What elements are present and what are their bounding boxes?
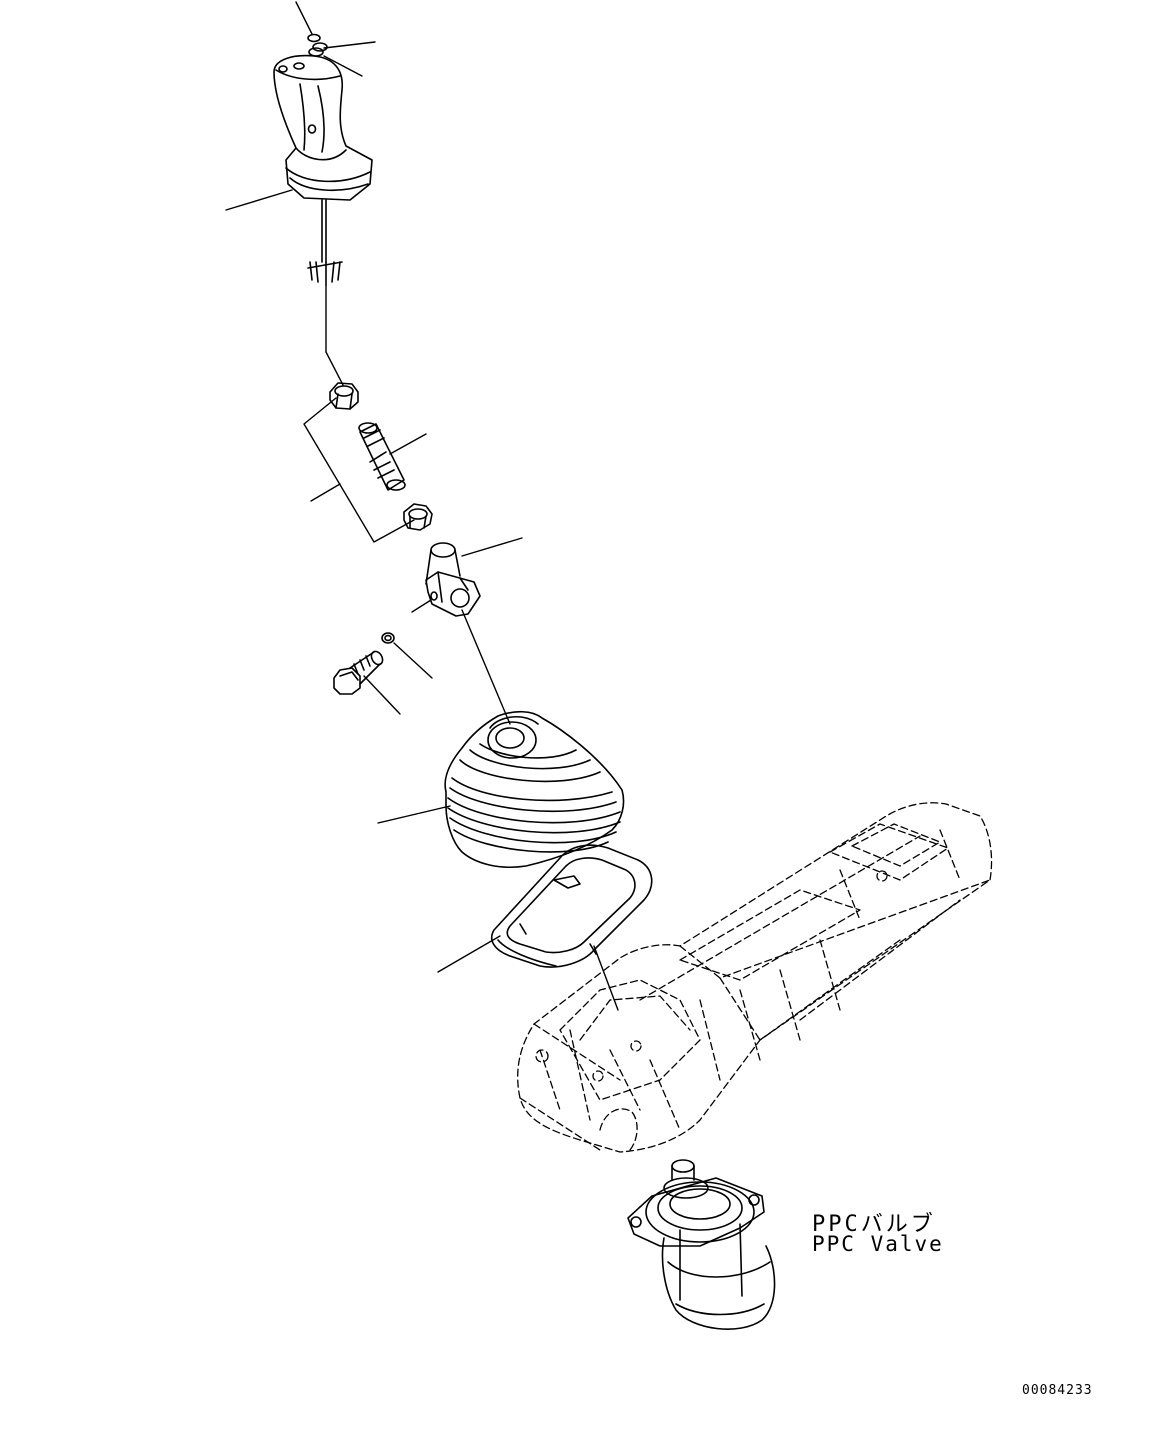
leader-line <box>295 1 313 35</box>
leader-line <box>323 41 376 49</box>
leader-line <box>389 433 427 455</box>
boot-frame <box>490 844 653 968</box>
leader-line <box>377 805 451 824</box>
leader-line <box>437 935 501 973</box>
ppc-valve-label-en: PPC Valve <box>812 1232 944 1256</box>
leader-lines <box>225 1 619 1011</box>
leader-line <box>323 55 363 77</box>
seal-ring <box>308 47 324 57</box>
leader-line <box>310 483 341 502</box>
leader-line <box>363 675 401 715</box>
hex-nut-upper <box>329 382 359 410</box>
assembly-line <box>411 599 432 613</box>
leader-line <box>461 537 523 557</box>
assembly-line <box>325 351 344 386</box>
rubber-boot <box>444 710 625 869</box>
leader-line <box>225 189 293 211</box>
assembly-line <box>461 609 511 725</box>
seal-ring <box>312 42 328 52</box>
hex-nut-lower <box>403 503 433 531</box>
threaded-rod <box>358 422 406 491</box>
console-housing <box>517 802 993 1153</box>
washer <box>381 632 395 644</box>
ppc-valve-label-jp: PPCバルブ <box>812 1212 936 1237</box>
seal-ring <box>307 33 321 43</box>
lever-grip <box>273 54 373 287</box>
leader-line <box>393 642 433 679</box>
ppc-valve <box>627 1159 776 1330</box>
figure-number: 00084233 <box>1022 1383 1093 1398</box>
assembly-line <box>593 945 619 1011</box>
leader-line-bracket <box>303 397 415 543</box>
seal-rings <box>307 33 328 57</box>
hex-bolt <box>333 650 384 695</box>
lever-joint <box>425 542 481 617</box>
